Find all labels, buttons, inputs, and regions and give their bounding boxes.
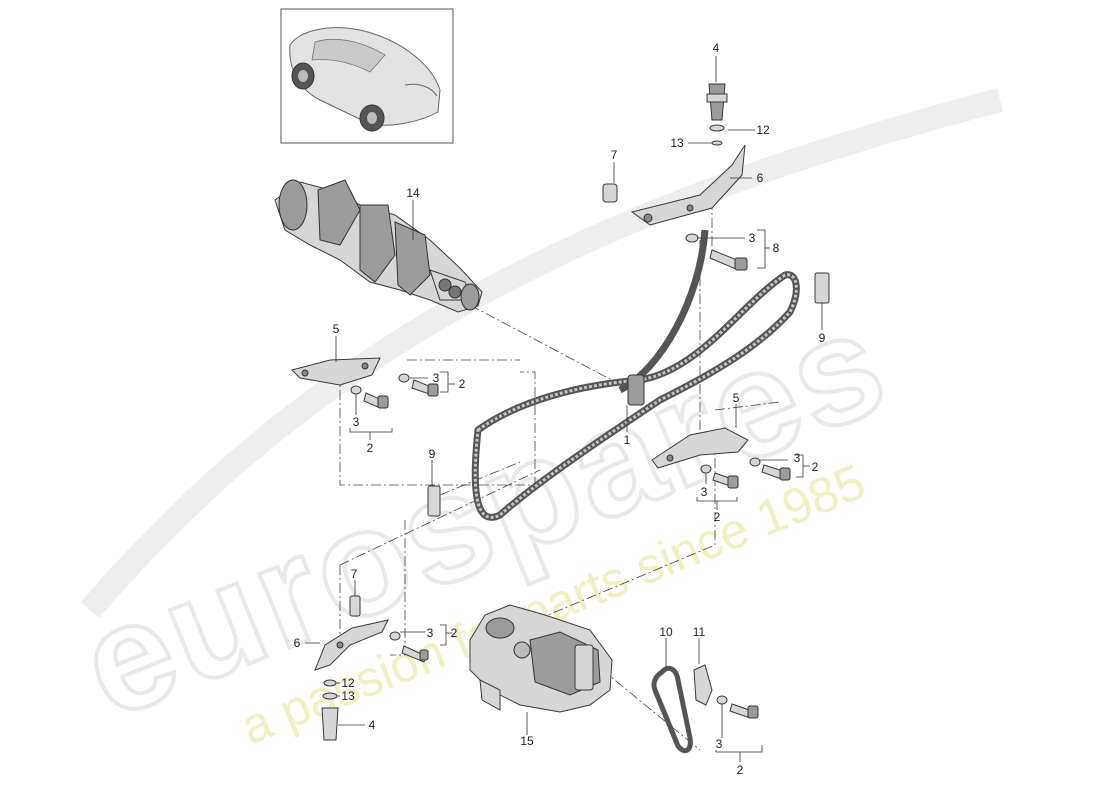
car-icon (289, 27, 441, 132)
callout-12-bottom: 12 (341, 676, 355, 690)
callout-4-top: 4 (713, 41, 720, 55)
guide-bolt-lower[interactable] (389, 631, 429, 663)
callout-2-left-b: 2 (367, 441, 374, 455)
callout-3-left-a: 3 (433, 371, 440, 385)
callout-2-left-a: 2 (459, 377, 466, 391)
crankshaft[interactable] (274, 179, 483, 313)
oil-pump[interactable] (469, 604, 613, 713)
callout-9-right: 9 (819, 331, 826, 345)
tensioner-bolt-lower[interactable] (321, 679, 339, 741)
callout-3-left-b: 3 (353, 415, 360, 429)
guide-bolt-upper[interactable] (685, 233, 748, 271)
callouts: 4 12 13 7 6 3 8 9 14 5 3 2 3 2 9 1 5 3 2… (294, 41, 826, 777)
tensioner-bolt-upper[interactable] (706, 83, 728, 146)
guide-pin-upper[interactable] (602, 183, 618, 203)
callout-2-right-b: 2 (714, 510, 721, 524)
oil-pump-chain[interactable] (651, 665, 693, 754)
callout-9-left: 9 (429, 447, 436, 461)
timing-chain[interactable] (471, 229, 800, 521)
guide-bolt-left[interactable] (350, 373, 439, 409)
callout-1: 1 (624, 433, 631, 447)
callout-7-bottom: 7 (351, 567, 358, 581)
callout-5-left: 5 (333, 322, 340, 336)
callout-3-pump: 3 (716, 737, 723, 751)
callout-12-top: 12 (756, 123, 770, 137)
callout-14: 14 (406, 186, 420, 200)
chain-guide-lower[interactable] (314, 619, 389, 671)
guide-bolt-right[interactable] (700, 457, 791, 489)
reference-lines (339, 200, 781, 751)
callout-2-right-a: 2 (812, 460, 819, 474)
callout-3-right-b: 3 (701, 485, 708, 499)
chain-guide-right[interactable] (651, 427, 749, 469)
chain-guide-upper[interactable] (630, 144, 746, 226)
callout-7-top: 7 (611, 148, 618, 162)
callout-6-top: 6 (757, 171, 764, 185)
callout-3-right-a: 3 (794, 451, 801, 465)
callout-13-top: 13 (670, 136, 684, 150)
callout-2-pump: 2 (737, 763, 744, 777)
slide-pad-right[interactable] (814, 272, 830, 304)
watermark-swoosh (80, 88, 1004, 618)
callout-13-bottom: 13 (341, 689, 355, 703)
callout-6-bottom: 6 (294, 636, 301, 650)
guide-pin-lower[interactable] (349, 595, 361, 617)
slide-pad-left[interactable] (427, 485, 441, 517)
callout-3-top: 3 (749, 231, 756, 245)
callout-10: 10 (659, 625, 673, 639)
callout-4-bottom: 4 (369, 718, 376, 732)
car-thumbnail[interactable] (280, 8, 454, 144)
chain-guide-left[interactable] (291, 357, 381, 386)
callout-8: 8 (773, 241, 780, 255)
callout-3-bottom: 3 (427, 626, 434, 640)
callout-15: 15 (520, 734, 534, 748)
callout-2-bottom: 2 (451, 626, 458, 640)
oil-pump-tensioner[interactable] (693, 664, 759, 719)
callout-5-right: 5 (733, 391, 740, 405)
leader-lines (305, 56, 823, 762)
callout-11: 11 (693, 625, 706, 639)
